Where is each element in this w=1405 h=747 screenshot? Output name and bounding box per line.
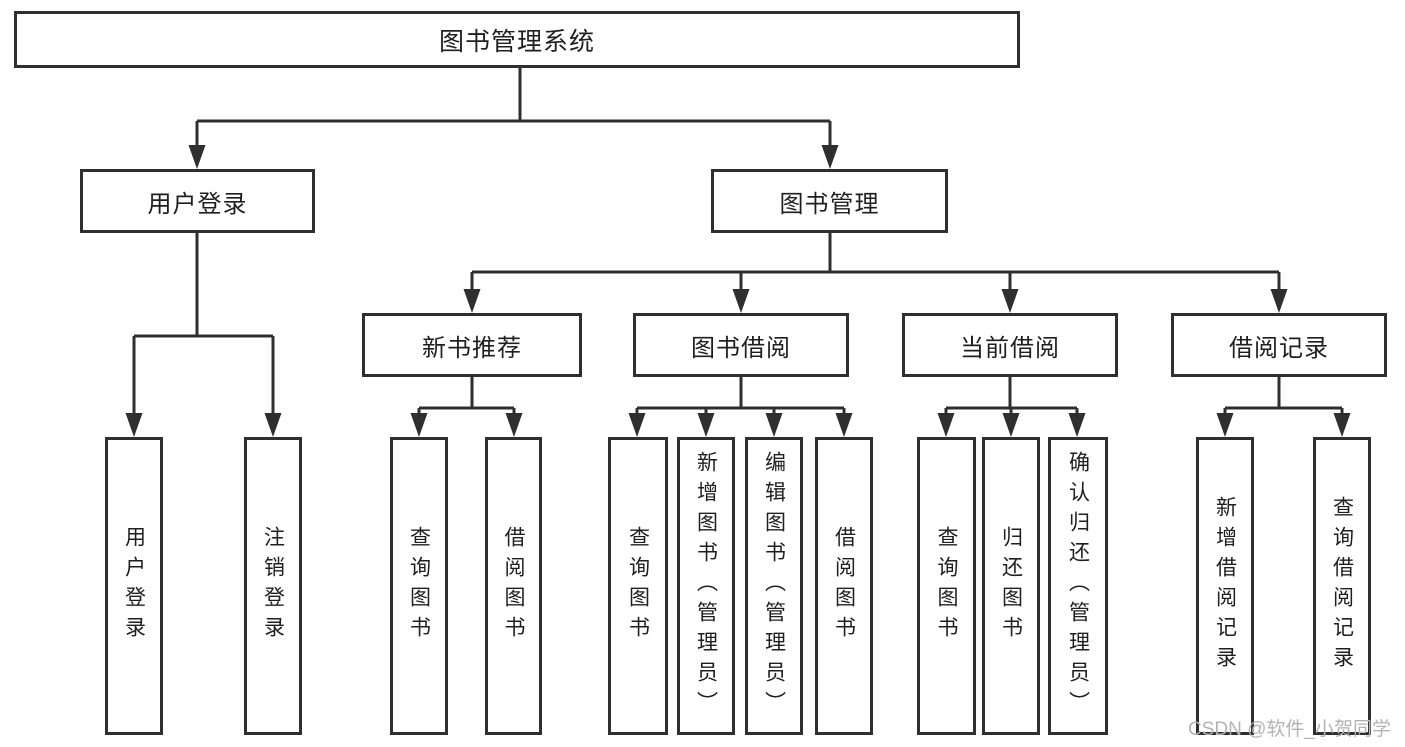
connector-book-mgmt-to-level3 [470,233,1281,292]
arrowhead-icon [1216,413,1234,437]
node-label: 借阅图书 [832,526,856,646]
leaf-return-books: 归还图书 [982,437,1040,735]
connector-borrow-record-to-leaves [1223,377,1344,416]
node-root-system: 图书管理系统 [14,11,1020,68]
arrowhead-icon [628,413,646,437]
connector-root-to-level2 [195,68,832,148]
node-book-management: 图书管理 [711,169,948,233]
node-label: 查询图书 [407,526,431,646]
leaf-query-books-borrowing: 查询图书 [608,437,668,735]
arrowhead-icon [821,145,839,169]
arrowhead-icon [1270,289,1288,313]
node-current-borrowing: 当前借阅 [902,313,1118,377]
node-new-book-recommend: 新书推荐 [362,313,582,377]
arrowhead-icon [835,413,853,437]
arrowhead-icon [410,413,428,437]
arrowhead-icon [505,413,523,437]
node-label: 当前借阅 [960,334,1060,362]
node-label: 新增图书（管理员） [694,451,718,721]
node-label: 图书管理 [779,190,880,218]
node-user-login: 用户登录 [80,169,315,233]
node-label: 确认归还（管理员） [1066,451,1090,721]
node-label: 编辑图书（管理员） [762,451,786,721]
leaf-user-login: 用户登录 [105,437,163,735]
arrowhead-icons [125,145,1351,437]
arrowhead-icon [1002,413,1020,437]
arrowhead-icon [765,413,783,437]
node-label: 图书借阅 [691,334,791,362]
arrowhead-icon [188,145,206,169]
arrowhead-icon [937,413,955,437]
node-label: 查询借阅记录 [1330,496,1354,676]
leaf-query-books-recommend: 查询图书 [390,437,448,735]
arrowhead-icon [697,413,715,437]
node-label: 查询图书 [935,526,958,646]
leaf-logout: 注销登录 [244,437,302,735]
arrowhead-icon [1068,413,1086,437]
leaf-add-books-admin: 新增图书（管理员） [677,437,735,735]
connector-user-login-to-leaves [132,233,275,416]
node-label: 新书推荐 [422,334,522,362]
node-label: 借阅图书 [502,526,525,646]
arrowhead-icon [463,289,481,313]
leaf-edit-books-admin: 编辑图书（管理员） [745,437,803,735]
node-label: 归还图书 [999,526,1023,646]
arrowhead-icon [732,289,750,313]
node-label: 用户登录 [122,526,146,646]
node-borrowing-records: 借阅记录 [1171,313,1387,377]
node-label: 注销登录 [261,526,285,646]
connector-new-book-to-leaves [417,377,516,416]
node-label: 查询图书 [626,526,650,646]
node-book-borrowing: 图书借阅 [633,313,849,377]
arrowhead-icon [1333,413,1351,437]
csdn-watermark: CSDN @软件_小贺同学 [1188,719,1391,740]
connector-current-borrow-to-leaves [944,377,1079,416]
node-label: 图书管理系统 [438,27,595,56]
connector-book-borrow-to-leaves [635,377,846,416]
leaf-borrow-books-recommend: 借阅图书 [485,437,542,735]
leaf-borrow-books: 借阅图书 [815,437,873,735]
node-label: 借阅记录 [1229,334,1329,362]
leaf-query-books-current: 查询图书 [917,437,976,735]
arrowhead-icon [264,413,282,437]
leaf-query-borrow-record: 查询借阅记录 [1313,437,1371,735]
arrowhead-icon [125,413,143,437]
arrowhead-icon [1001,289,1019,313]
leaf-add-borrow-record: 新增借阅记录 [1196,437,1254,735]
node-label: 新增借阅记录 [1213,496,1237,676]
node-label: 用户登录 [147,190,248,218]
leaf-confirm-return-admin: 确认归还（管理员） [1048,437,1108,735]
